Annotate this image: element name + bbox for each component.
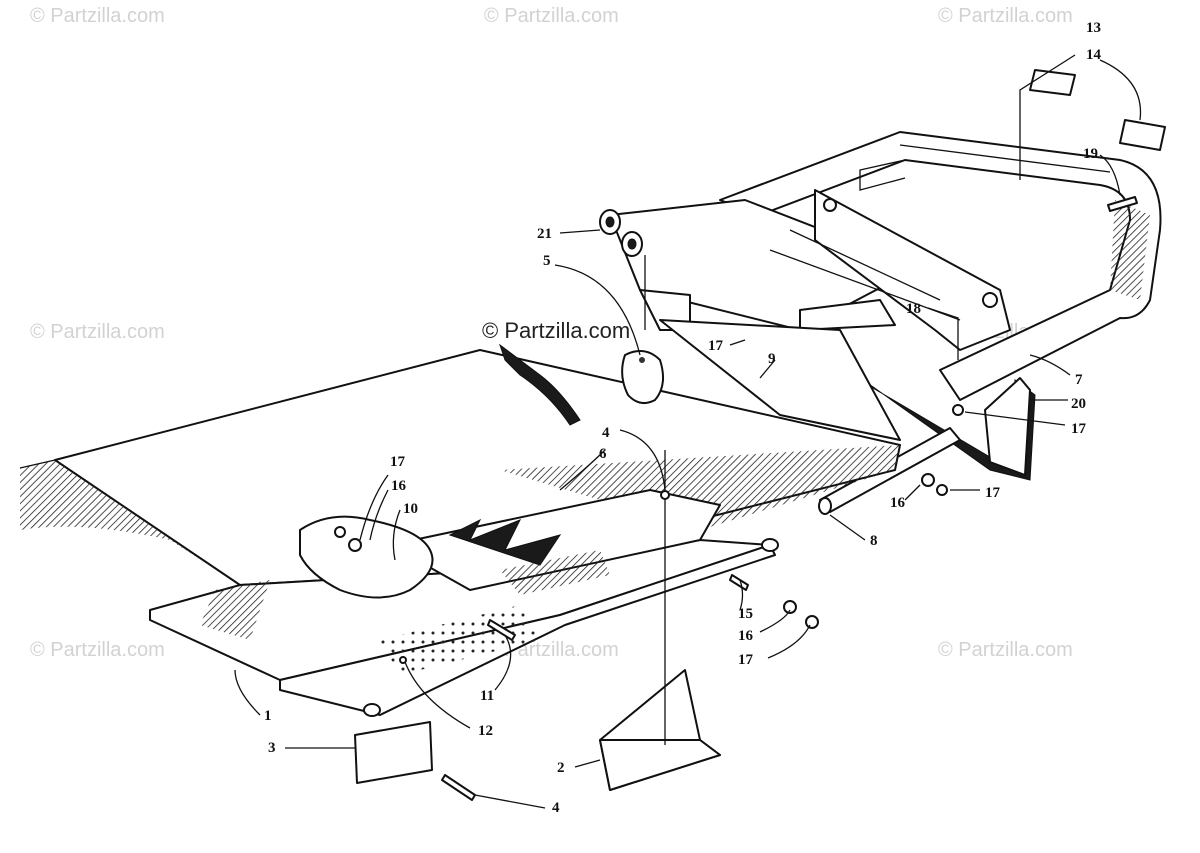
callout-9: 9 (768, 351, 776, 367)
watermark-bottom-left: © Partzilla.com (30, 639, 165, 661)
watermark-top-left: © Partzilla.com (30, 5, 165, 27)
bolt-11-12 (399, 619, 516, 664)
callout-2: 2 (557, 760, 565, 776)
seal-patch-10 (299, 515, 434, 599)
callout-7: 7 (1075, 372, 1083, 388)
gusset-5 (621, 350, 665, 405)
tunnel-body (19, 289, 901, 586)
bracket-2 (599, 450, 721, 791)
watermark-top-center: © Partzilla.com (484, 5, 619, 27)
callout-17-d: 17 (985, 485, 1001, 501)
callout-19: 19 (1083, 146, 1098, 162)
callout-21: 21 (537, 226, 552, 242)
callout-15: 15 (738, 606, 753, 622)
plate-3 (354, 721, 476, 801)
decal-14 (1119, 119, 1166, 151)
callout-3: 3 (268, 740, 276, 756)
watermark-center: © Partzilla.com (482, 318, 630, 343)
callout-17-b: 17 (1071, 421, 1087, 437)
callout-12: 12 (478, 723, 493, 739)
callout-11: 11 (480, 688, 494, 704)
callout-1: 1 (264, 708, 272, 724)
leader-lines (234, 54, 1142, 809)
bushing-21 (599, 209, 643, 257)
callout-6: 6 (599, 446, 607, 462)
watermark-bottom-right: © Partzilla.com (938, 639, 1073, 661)
callout-14: 14 (1086, 47, 1102, 63)
callout-17-e: 17 (738, 652, 754, 668)
watermark-mid-left: © Partzilla.com (30, 321, 165, 343)
rear-bumper-frame (719, 131, 1162, 401)
callout-16-a: 16 (391, 478, 407, 494)
callout-5: 5 (543, 253, 551, 269)
callout-18: 18 (906, 301, 921, 317)
callout-4-a: 4 (602, 425, 610, 441)
callout-20: 20 (1071, 396, 1086, 412)
callout-13: 13 (1086, 20, 1101, 36)
callout-16-b: 16 (890, 495, 906, 511)
decal-13 (1029, 69, 1076, 96)
console-6 (389, 489, 721, 595)
callout-8: 8 (870, 533, 878, 549)
bolt-19 (1107, 196, 1138, 212)
callout-17-c: 17 (390, 454, 406, 470)
callout-labels: 13 14 19 21 5 18 17 9 7 20 17 4 6 17 16 … (264, 20, 1102, 816)
callout-4-b: 4 (552, 800, 560, 816)
callout-16-c: 16 (738, 628, 754, 644)
callout-10: 10 (403, 501, 418, 517)
callout-17-a: 17 (708, 338, 724, 354)
watermark-top-right: © Partzilla.com (938, 5, 1073, 27)
running-board-1 (149, 538, 779, 717)
